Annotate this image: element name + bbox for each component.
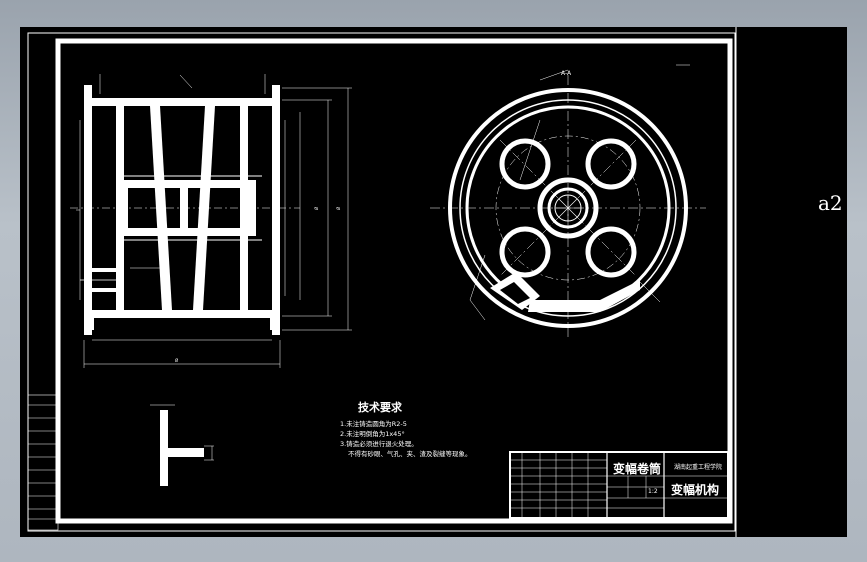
drum-section-view: Ø Ø Ø [70, 74, 352, 368]
detail-view [150, 404, 214, 486]
svg-text:Ø: Ø [175, 358, 178, 363]
outer-frame [27, 32, 736, 532]
tech-note: 3.铸造必须进行退火处理。 [340, 440, 418, 448]
company-name: 湖南起重工程学院 [674, 464, 723, 471]
inner-frame [55, 38, 733, 524]
tech-note: 1.未注铸造圆角为R2-5 [340, 420, 407, 428]
drawing-title: 变幅卷筒 [613, 462, 662, 476]
section-label: A-A [561, 70, 572, 77]
sheet-size-tag: a2 [818, 191, 843, 215]
title-block [509, 451, 729, 519]
tech-note: 2.未注明倒角为1x45° [340, 430, 405, 438]
tech-note: 不得有砂眼、气孔、夹、渣及裂缝等现象。 [348, 450, 472, 458]
svg-text:Ø: Ø [314, 207, 319, 210]
scale-value: 1:2 [648, 488, 658, 495]
svg-text:Ø: Ø [336, 207, 341, 210]
assembly-title: 变幅机构 [671, 483, 720, 497]
revision-table [27, 394, 59, 531]
technical-requirements-title: 技术要求 [358, 401, 402, 414]
drum-front-view [430, 64, 706, 340]
